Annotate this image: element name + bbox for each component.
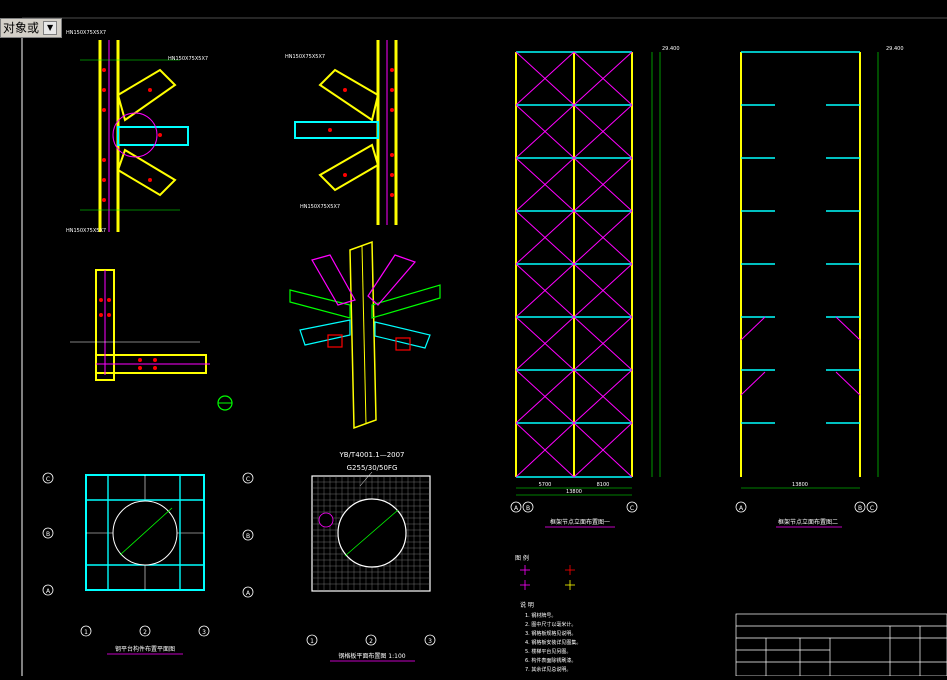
grating-standard: YB/T4001.1—2007 xyxy=(338,451,404,459)
elev1-dim-total: 13800 xyxy=(566,489,582,495)
note-line: 7. 其余详见总说明。 xyxy=(525,666,571,673)
plan2-axis-c: C xyxy=(246,476,250,483)
elev1-dim-2: 8100 xyxy=(597,482,610,488)
corner-detail xyxy=(70,269,233,411)
note-line: 5. 楼梯平台见另图。 xyxy=(525,648,571,655)
plan2-axis-1: 1 xyxy=(310,638,314,645)
plan1-axis-b: B xyxy=(46,531,50,538)
elev2-caption: 框架节点立面布置图二 xyxy=(778,518,838,526)
plan1-axis-1: 1 xyxy=(84,629,88,636)
note-line: 2. 图中尺寸以毫米计。 xyxy=(525,621,576,628)
elev2-axis-a: A xyxy=(739,505,744,512)
legend-title: 图 例 xyxy=(515,554,529,562)
detail1-label-right: HN150X75X5X7 xyxy=(168,56,208,62)
note-line: 6. 构件表面除锈刷漆。 xyxy=(525,657,576,664)
detail2-label-top: HN150X75X5X7 xyxy=(285,54,325,60)
elev1-axis-a: A xyxy=(514,505,519,512)
plan2-axis-2: 2 xyxy=(369,638,373,645)
detail2-label-bottom: HN150X75X5X7 xyxy=(300,204,340,210)
detail1-label-bottom: HN150X75X5X7 xyxy=(66,228,106,234)
frame-elevation-1: 29.400 5700 8100 13800 A B C 框架节点立面布置图一 xyxy=(510,46,680,528)
note-line: 1. 钢材牌号。 xyxy=(525,612,556,619)
note-line: 3. 钢格板规格见说明。 xyxy=(525,630,576,637)
plan1-caption: 钢平台构件布置平面图 xyxy=(115,645,175,653)
elev1-caption: 框架节点立面布置图一 xyxy=(550,518,610,526)
elev2-dim-total: 13800 xyxy=(792,482,808,488)
plan2-caption: 钢格板平面布置图 1:100 xyxy=(338,652,405,660)
chevron-down-icon[interactable]: ▼ xyxy=(43,21,58,35)
notes: 说 明 1. 钢材牌号。 2. 图中尺寸以毫米计。 3. 钢格板规格见说明。 4… xyxy=(520,601,581,673)
elev1-axis-b: B xyxy=(526,505,530,512)
elev2-axis-b: B xyxy=(858,505,862,512)
note-line: 4. 钢格板安装详见图集。 xyxy=(525,639,581,646)
elev2-top-level: 29.400 xyxy=(886,46,904,52)
plan1-axis-2: 2 xyxy=(143,629,147,636)
notes-title: 说 明 xyxy=(520,601,534,609)
platform-plan-1: C B A 1 2 3 钢平台构件布置平面图 xyxy=(42,472,210,655)
plan2-axis-b: B xyxy=(246,533,250,540)
grating-spec: G255/30/50FG xyxy=(347,464,398,472)
node-detail-1: HN150X75X5X7 HN150X75X5X7 HN150X75X5X7 xyxy=(66,30,208,234)
plan1-axis-3: 3 xyxy=(202,629,206,636)
command-prompt-label: 对象或 ▼ xyxy=(0,18,63,38)
plan2-axis-a: A xyxy=(246,590,251,597)
plan1-axis-c: C xyxy=(46,476,50,483)
plan2-axis-3: 3 xyxy=(428,638,432,645)
detail1-label-top: HN150X75X5X7 xyxy=(66,30,106,36)
elev1-axis-c: C xyxy=(630,505,634,512)
plan1-axis-a: A xyxy=(46,588,51,595)
node-3d-view xyxy=(289,240,441,430)
elev1-dim-1: 5700 xyxy=(539,482,552,488)
legend: 图 例 xyxy=(515,554,575,590)
frame-elevation-2: 29.400 13800 A B C 框架节点立面布置图二 xyxy=(735,46,904,528)
prompt-text: 对象或 xyxy=(3,21,40,35)
elev2-axis-c: C xyxy=(870,505,874,512)
elev1-top-level: 29.400 xyxy=(662,46,680,52)
node-detail-2: HN150X75X5X7 HN150X75X5X7 xyxy=(285,40,398,225)
platform-plan-2: YB/T4001.1—2007 G255/30/50FG C B A 1 2 3… xyxy=(242,451,436,662)
